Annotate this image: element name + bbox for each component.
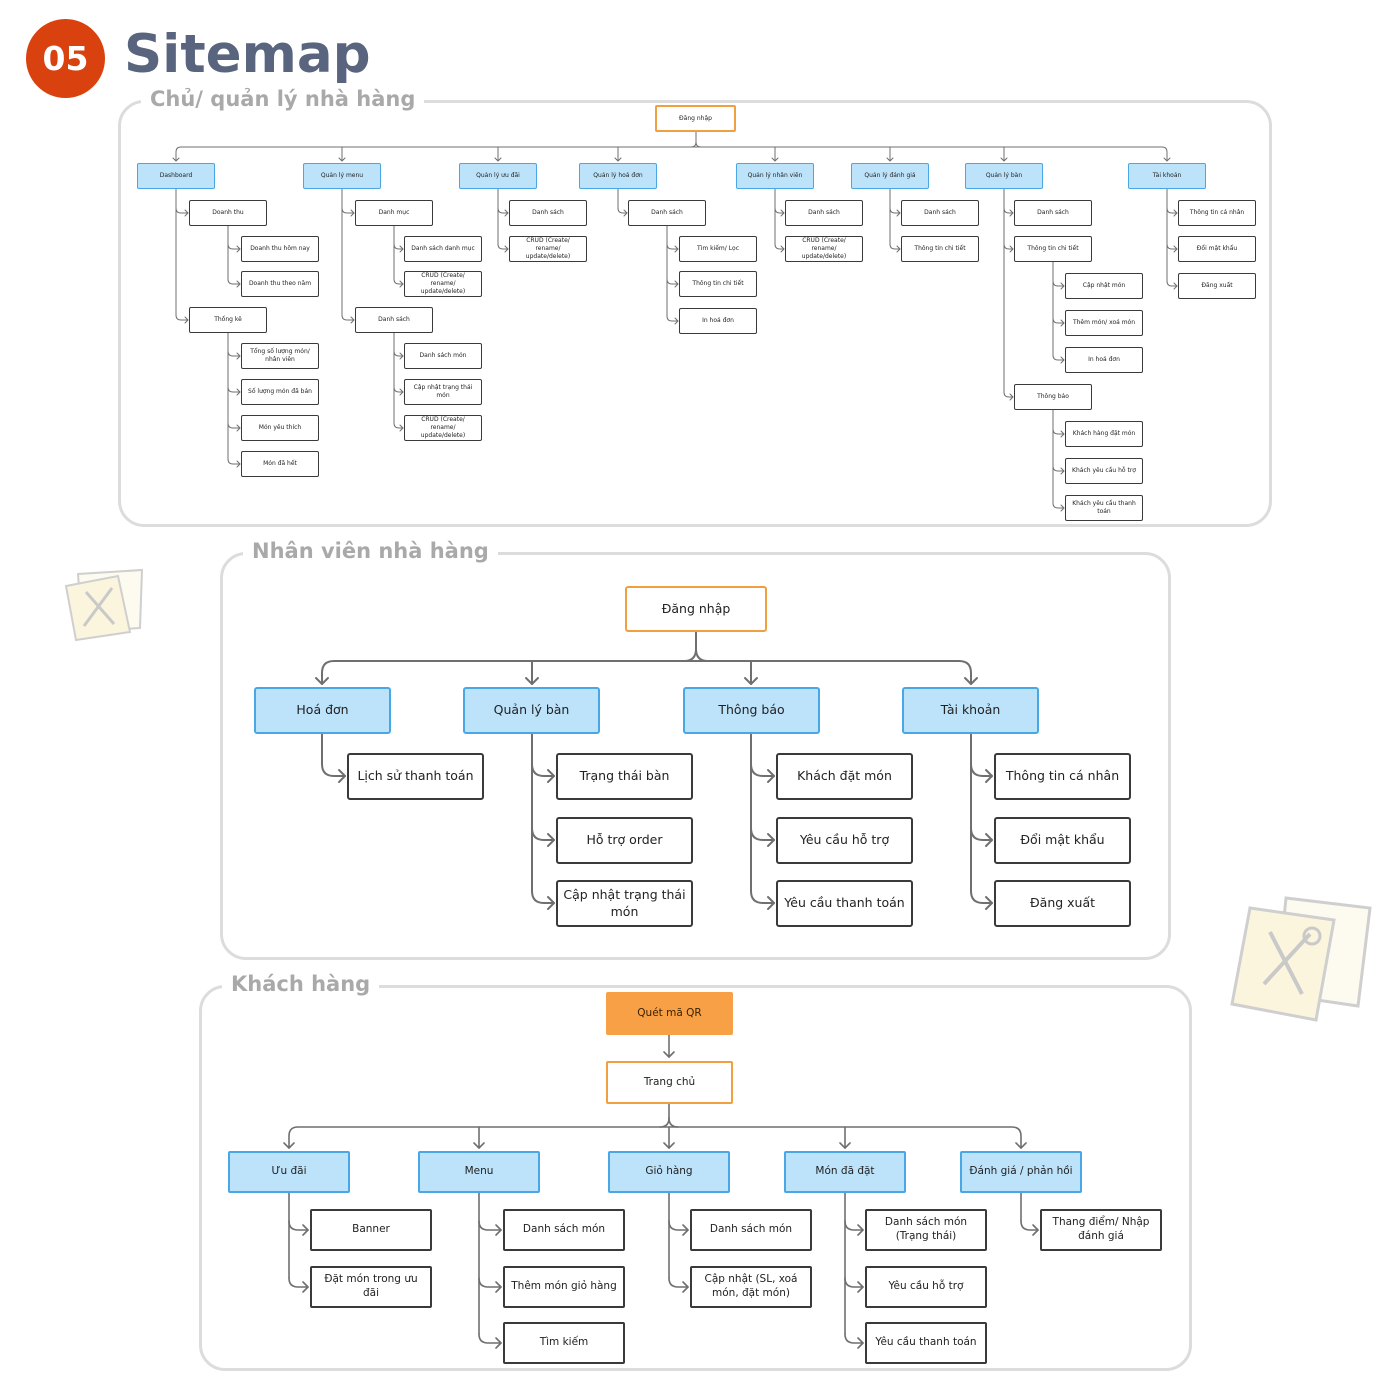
owner-invoice-detail-node: Thông tin chi tiết [679,271,757,297]
customer-search-node: Tìm kiếm [503,1322,625,1364]
customer-section-title: Khách hàng [222,972,380,996]
page-title: Sitemap [124,24,371,85]
staff-account-node: Tài khoản [902,687,1039,734]
owner-revenue-node: Doanh thu [189,200,267,226]
customer-banner-node: Banner [310,1209,432,1251]
customer-cart-update-node: Cập nhật (SL, xoá món, đặt món) [690,1266,812,1308]
section-number-badge: 05 [26,19,105,98]
staff-order-support-node: Hỗ trợ order [556,817,693,864]
owner-table-notify-node: Thông báo [1014,384,1092,410]
owner-stats-favorite-node: Món yêu thích [241,415,319,441]
customer-promo-order-node: Đặt món trong ưu đãi [310,1266,432,1308]
owner-review-list-node: Danh sách [901,200,979,226]
owner-dish-list-node: Danh sách món [404,343,482,369]
owner-dish-crud-node: CRUD (Create/ rename/ update/delete) [404,415,482,441]
staff-support-request-node: Yêu cầu hỗ trợ [776,817,913,864]
owner-dashboard-node: Dashboard [137,163,215,189]
fork-knife-menu-icon [1230,896,1372,1022]
owner-category-crud-node: CRUD (Create/ rename/ update/delete) [404,271,482,297]
customer-menu-dish-list-node: Danh sách món [503,1209,625,1251]
owner-account-node: Tài khoản [1128,163,1206,189]
owner-stats-soldout-node: Món đã hết [241,451,319,477]
owner-promo-mgmt-node: Quản lý ưu đãi [459,163,537,189]
customer-ordered-list-node: Danh sách món (Trạng thái) [865,1209,987,1251]
owner-table-list-node: Danh sách [1014,200,1092,226]
staff-table-mgmt-node: Quản lý bàn [463,687,600,734]
owner-invoice-mgmt-node: Quản lý hoá đơn [579,163,657,189]
owner-section-panel [118,100,1272,527]
staff-payment-request-node: Yêu cầu thanh toán [776,880,913,927]
owner-account-password-node: Đổi mật khẩu [1178,236,1256,262]
owner-account-logout-node: Đăng xuất [1178,273,1256,299]
owner-stats-sold-node: Số lượng món đã bán [241,379,319,405]
customer-cart-node: Giỏ hàng [608,1151,730,1193]
staff-account-logout-node: Đăng xuất [994,880,1131,927]
staff-login-node: Đăng nhập [625,586,767,632]
staff-invoice-node: Hoá đơn [254,687,391,734]
owner-promo-list-node: Danh sách [509,200,587,226]
owner-stats-total-node: Tổng số lượng món/ nhân viên [241,343,319,369]
customer-cart-dish-list-node: Danh sách món [690,1209,812,1251]
owner-table-mgmt-node: Quản lý bàn [965,163,1043,189]
owner-menu-list-node: Danh sách [355,307,433,333]
customer-scan-qr-node: Quét mã QR [606,992,733,1035]
staff-section-title: Nhân viên nhà hàng [243,539,498,563]
owner-dish-status-node: Cập nhật trạng thái món [404,379,482,405]
customer-rating-input-node: Thang điểm/ Nhập đánh giá [1040,1209,1162,1251]
owner-promo-crud-node: CRUD (Create/ rename/ update/delete) [509,236,587,262]
customer-promo-node: Ưu đãi [228,1151,350,1193]
staff-table-status-node: Trạng thái bàn [556,753,693,800]
owner-table-print-node: In hoá đơn [1065,347,1143,373]
owner-notify-support-node: Khách yêu cầu hỗ trợ [1065,458,1143,484]
customer-menu-node: Menu [418,1151,540,1193]
owner-section-title: Chủ/ quản lý nhà hàng [141,87,425,111]
customer-section-panel [199,985,1192,1371]
staff-notify-node: Thông báo [683,687,820,734]
owner-revenue-today-node: Doanh thu hôm nay [241,236,319,262]
owner-table-detail-node: Thông tin chi tiết [1014,236,1092,262]
owner-category-node: Danh mục [355,200,433,226]
owner-invoice-list-node: Danh sách [628,200,706,226]
owner-menu-mgmt-node: Quản lý menu [303,163,381,189]
customer-ordered-node: Món đã đặt [784,1151,906,1193]
staff-customer-order-node: Khách đặt món [776,753,913,800]
owner-staff-mgmt-node: Quản lý nhân viên [736,163,814,189]
owner-revenue-year-node: Doanh thu theo năm [241,271,319,297]
staff-section-panel [220,552,1171,960]
customer-review-node: Đánh giá / phản hồi [960,1151,1082,1193]
staff-payment-history-node: Lịch sử thanh toán [347,753,484,800]
customer-support-request-node: Yêu cầu hỗ trợ [865,1266,987,1308]
owner-table-add-remove-node: Thêm món/ xoá món [1065,310,1143,336]
staff-account-password-node: Đổi mật khẩu [994,817,1131,864]
owner-table-update-dish-node: Cập nhật món [1065,273,1143,299]
owner-invoice-print-node: In hoá đơn [679,308,757,334]
owner-account-info-node: Thông tin cá nhân [1178,200,1256,226]
staff-dish-status-node: Cập nhật trạng thái món [556,880,693,927]
owner-staff-crud-node: CRUD (Create/ rename/ update/delete) [785,236,863,262]
owner-login-node: Đăng nhập [655,105,736,132]
owner-notify-order-node: Khách hàng đặt món [1065,421,1143,447]
owner-notify-payment-node: Khách yêu cầu thanh toán [1065,495,1143,521]
fork-knife-menu-icon [64,568,144,642]
owner-stats-node: Thống kê [189,307,267,333]
customer-payment-request-node: Yêu cầu thanh toán [865,1322,987,1364]
owner-category-list-node: Danh sách danh mục [404,236,482,262]
customer-add-to-cart-node: Thêm món giỏ hàng [503,1266,625,1308]
owner-review-mgmt-node: Quản lý đánh giá [851,163,929,189]
customer-home-node: Trang chủ [606,1061,733,1104]
owner-review-detail-node: Thông tin chi tiết [901,236,979,262]
staff-account-info-node: Thông tin cá nhân [994,753,1131,800]
owner-staff-list-node: Danh sách [785,200,863,226]
owner-invoice-search-node: Tìm kiếm/ Lọc [679,236,757,262]
